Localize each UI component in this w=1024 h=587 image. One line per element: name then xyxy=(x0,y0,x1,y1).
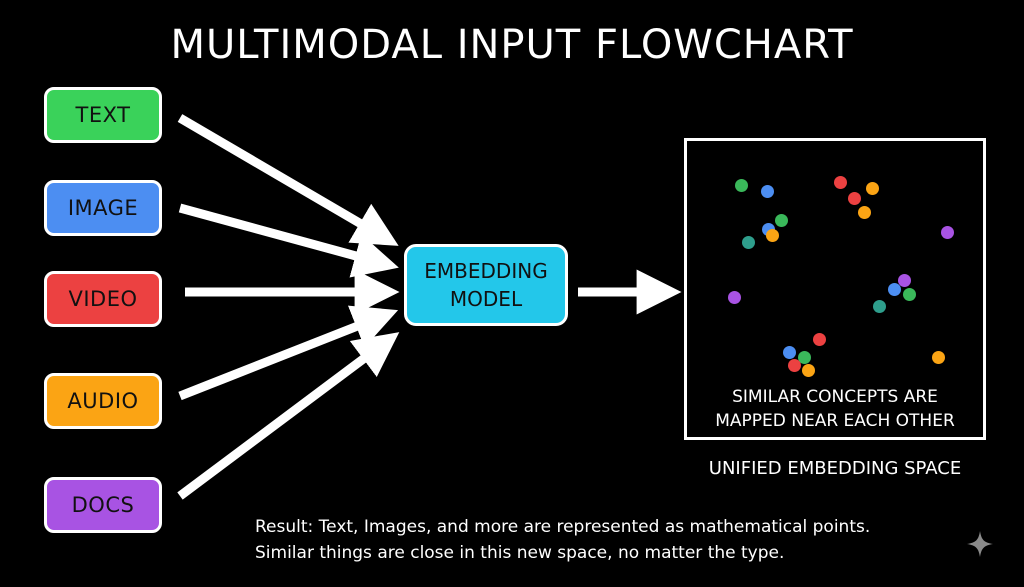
input-text-box: TEXT xyxy=(44,87,162,143)
embedding-point xyxy=(858,206,871,219)
embedding-point xyxy=(903,288,916,301)
model-label-line2: MODEL xyxy=(449,287,523,311)
embedding-point xyxy=(742,236,755,249)
embedding-model-box: EMBEDDING MODEL xyxy=(404,244,568,326)
input-audio-label: AUDIO xyxy=(67,389,139,413)
input-video-box: VIDEO xyxy=(44,271,162,327)
input-text-label: TEXT xyxy=(75,103,131,127)
embedding-point xyxy=(941,226,954,239)
input-audio-box: AUDIO xyxy=(44,373,162,429)
arrow-audio-to-model xyxy=(178,305,399,401)
result-line1: Result: Text, Images, and more are repre… xyxy=(255,517,871,537)
embedding-point xyxy=(834,176,847,189)
embedding-point xyxy=(728,291,741,304)
arrow-text-to-model xyxy=(177,114,399,246)
model-label-line1: EMBEDDING xyxy=(424,259,548,283)
embedding-point xyxy=(761,185,774,198)
input-image-label: IMAGE xyxy=(67,196,139,220)
diagram-title: MULTIMODAL INPUT FLOWCHART xyxy=(170,22,854,68)
embedding-point xyxy=(788,359,801,372)
embedding-point xyxy=(766,229,779,242)
arrow-docs-to-model xyxy=(177,332,400,500)
space-note-line1: SIMILAR CONCEPTS ARE xyxy=(732,387,938,407)
embedding-point xyxy=(735,179,748,192)
embedding-point xyxy=(798,351,811,364)
embedding-point xyxy=(873,300,886,313)
result-line2: Similar things are close in this new spa… xyxy=(255,543,785,563)
embedding-point xyxy=(898,274,911,287)
space-note-line2: MAPPED NEAR EACH OTHER xyxy=(715,411,955,431)
embedding-point xyxy=(866,182,879,195)
space-caption: UNIFIED EMBEDDING SPACE xyxy=(708,458,962,479)
input-docs-box: DOCS xyxy=(44,477,162,533)
embedding-point xyxy=(775,214,788,227)
embedding-point xyxy=(783,346,796,359)
embedding-point xyxy=(932,351,945,364)
space-note: SIMILAR CONCEPTS ARE MAPPED NEAR EACH OT… xyxy=(687,385,983,433)
input-image-box: IMAGE xyxy=(44,180,162,236)
input-docs-label: DOCS xyxy=(71,493,135,517)
arrow-image-to-model xyxy=(178,203,399,278)
embedding-point xyxy=(888,283,901,296)
sparkle-icon xyxy=(967,531,993,557)
embedding-point xyxy=(802,364,815,377)
input-video-label: VIDEO xyxy=(68,287,138,311)
embedding-space-box: SIMILAR CONCEPTS ARE MAPPED NEAR EACH OT… xyxy=(684,138,986,440)
result-text: Result: Text, Images, and more are repre… xyxy=(255,514,1020,566)
embedding-point xyxy=(813,333,826,346)
embedding-point xyxy=(848,192,861,205)
